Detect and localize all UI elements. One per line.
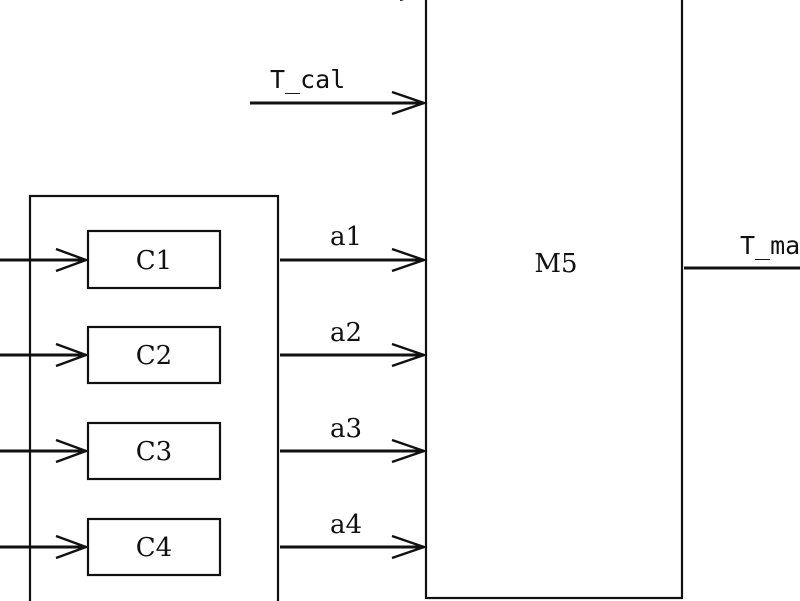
a1-label: a1	[330, 222, 362, 252]
c1-input-arrowhead	[55, 247, 90, 273]
block-c2	[86, 325, 222, 385]
a3-label: a3	[330, 414, 362, 444]
block-c3-label: C3	[136, 437, 172, 467]
module-m5-box	[424, 0, 684, 600]
block-c3	[86, 421, 222, 481]
block-c1	[86, 229, 222, 290]
module-m5-label: M5	[534, 249, 577, 279]
block-c4-label: C4	[136, 533, 172, 563]
a3-arrowhead	[391, 438, 428, 464]
block-c1-label: C1	[136, 246, 172, 276]
a2-label: a2	[330, 318, 362, 348]
a4-arrowhead	[391, 534, 428, 560]
t-ma-label: T_ma	[740, 231, 800, 260]
c4-input-arrowhead	[55, 534, 90, 560]
c3-input-arrowhead	[55, 438, 90, 464]
t-cal-label: T_cal	[270, 65, 345, 94]
group-box	[28, 194, 280, 601]
t-cal-arrowhead	[391, 90, 428, 116]
a1-arrowhead	[391, 247, 428, 273]
block-c4	[86, 517, 222, 577]
c2-input-arrowhead	[55, 342, 90, 368]
a2-arrowhead	[391, 342, 428, 368]
a4-label: a4	[330, 510, 362, 540]
block-c2-label: C2	[136, 341, 172, 371]
